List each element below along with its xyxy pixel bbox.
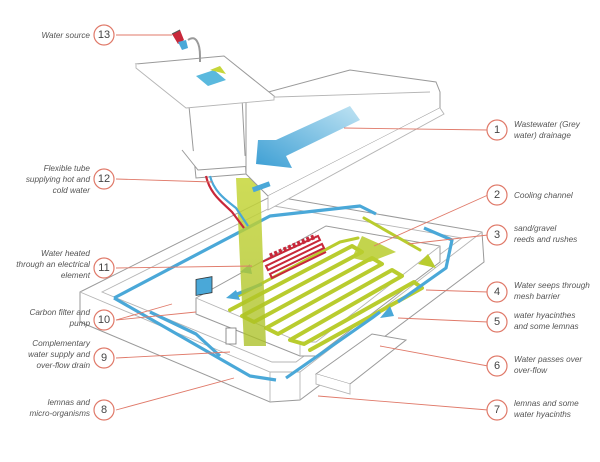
callout-1: 1 Wastewater (Grey water) drainage: [486, 119, 581, 141]
callout-8-label-2: micro-organisms: [29, 409, 90, 418]
callout-7-label-2: water hyacinths: [514, 410, 571, 419]
callout-12: 12 Flexible tube supplying hot and cold …: [26, 164, 115, 195]
callout-3-label-2: reeds and rushes: [514, 235, 577, 244]
callout-9: 9 Complementary water supply and over-fl…: [28, 339, 115, 370]
callout-9-label-2: water supply and: [28, 350, 90, 359]
callout-4-number: 4: [494, 286, 500, 298]
callout-8-label-1: lemnas and: [48, 398, 91, 407]
carbon-filter-pump: [195, 276, 237, 345]
callout-5-number: 5: [494, 316, 500, 328]
callout-11-label-1: Water heated: [41, 249, 90, 258]
heating-element: [261, 233, 327, 280]
callout-11-number: 11: [98, 262, 109, 274]
callout-5-label-2: and some lemnas: [514, 322, 579, 331]
faucet: [171, 29, 201, 62]
callout-13-label: Water source: [41, 31, 90, 40]
callout-7: 7 lemnas and some water hyacinths: [486, 399, 579, 421]
callout-11-label-2: through an electrical: [16, 260, 90, 269]
callout-7-number: 7: [494, 404, 500, 416]
callout-12-label-1: Flexible tube: [44, 164, 91, 173]
callout-6-label-2: over-flow: [514, 366, 548, 375]
callout-4-label-2: mesh barrier: [514, 292, 560, 301]
callout-9-number: 9: [101, 352, 107, 364]
callout-5: 5 water hyacinthes and some lemnas: [486, 311, 579, 333]
callout-3: 3 sand/gravel reeds and rushes: [486, 224, 577, 246]
callout-1-label-1: Wastewater (Grey: [514, 120, 581, 129]
callout-2-number: 2: [494, 189, 500, 201]
callout-3-label-1: sand/gravel: [514, 224, 557, 233]
callout-8-number: 8: [101, 404, 107, 416]
callout-13-number: 13: [98, 29, 110, 41]
callout-10-number: 10: [98, 314, 110, 326]
callout-7-label-1: lemnas and some: [514, 399, 579, 408]
wastewater-arrow: [256, 106, 360, 168]
callout-10: 10 Carbon filter and pump: [29, 308, 115, 331]
faucet-shelf: [134, 55, 276, 109]
callout-10-label-2: pump: [69, 319, 91, 328]
callout-3-number: 3: [494, 229, 500, 241]
sink-basin: [181, 69, 445, 211]
flexible-tube: [204, 175, 271, 229]
callout-13: 13 Water source: [41, 24, 115, 46]
callout-12-label-3: cold water: [53, 186, 91, 195]
callout-6-number: 6: [494, 360, 500, 372]
leader-lines: [115, 34, 489, 411]
callout-9-label-1: Complementary: [32, 339, 91, 348]
callout-6: 6 Water passes over over-flow: [486, 355, 582, 377]
callout-12-label-2: supplying hot and: [26, 175, 91, 184]
callout-9-label-3: over-flow drain: [36, 361, 90, 370]
callout-6-label-1: Water passes over: [514, 355, 582, 364]
callout-2: 2 Cooling channel: [486, 184, 573, 206]
callout-8: 8 lemnas and micro-organisms: [29, 398, 115, 421]
callout-1-label-2: water) drainage: [514, 131, 571, 140]
callout-2-label: Cooling channel: [514, 191, 573, 200]
callout-5-label-1: water hyacinthes: [514, 311, 575, 320]
callout-4-label-1: Water seeps through: [514, 281, 590, 290]
callout-11: 11 Water heated through an electrical el…: [16, 249, 115, 280]
callout-4: 4 Water seeps through mesh barrier: [486, 281, 590, 303]
callout-1-number: 1: [494, 124, 500, 136]
callout-11-label-3: element: [61, 271, 91, 280]
water-flow-lines: [113, 204, 454, 382]
callout-12-number: 12: [98, 173, 110, 185]
callout-10-label-1: Carbon filter and: [29, 308, 90, 317]
